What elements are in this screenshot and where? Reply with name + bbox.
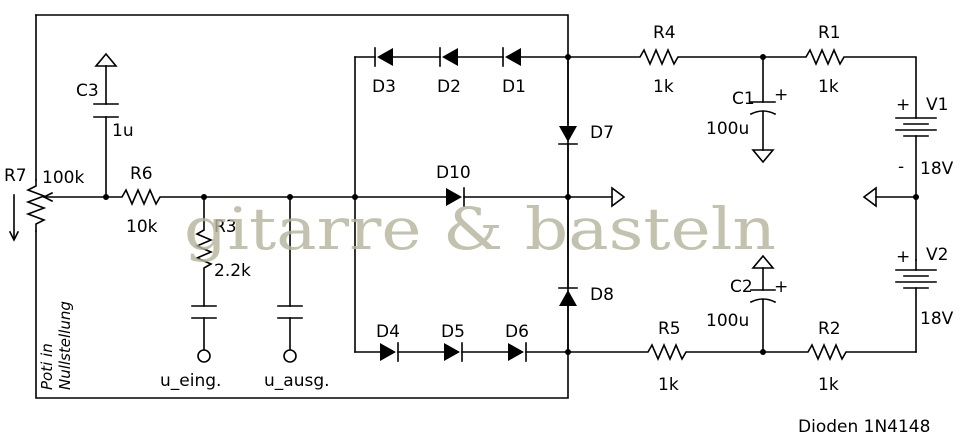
r6-value: 10k <box>126 217 158 237</box>
poti-note: Poti in Nullstellung <box>38 301 74 390</box>
r1-label: R1 <box>818 23 841 43</box>
c3-value: 1u <box>112 121 134 141</box>
diode-d10 <box>446 187 465 207</box>
watermark: gitarre & basteln <box>184 195 776 263</box>
v2-value: 18V <box>920 309 954 329</box>
v1-label: V1 <box>926 95 948 115</box>
battery-v1 <box>895 117 937 261</box>
d7-label: D7 <box>590 123 614 143</box>
c3-label: C3 <box>76 81 99 101</box>
diode-d5 <box>444 342 463 362</box>
r1-value: 1k <box>818 77 839 97</box>
diode-d8 <box>558 287 578 306</box>
r3-value: 2.2k <box>214 261 251 281</box>
diode-d3 <box>374 47 393 67</box>
c1-value: 100u <box>706 119 749 139</box>
resistor-r4 <box>567 47 764 67</box>
d4-label: D4 <box>376 322 400 342</box>
r7-value: 100k <box>42 168 84 188</box>
c2-label: C2 <box>730 277 753 297</box>
resistor-r1 <box>762 47 917 119</box>
ground-arrow-right <box>611 186 626 208</box>
enclosure-box <box>35 14 569 399</box>
capacitor-c2 <box>749 254 777 353</box>
poti-note-line2: Nullstellung <box>56 301 74 390</box>
r2-value: 1k <box>818 375 839 395</box>
v2-plus: + <box>896 247 910 267</box>
r4-label: R4 <box>653 23 676 43</box>
r2-label: R2 <box>818 319 841 339</box>
d8-label: D8 <box>590 285 614 305</box>
v2-label: V2 <box>926 245 948 265</box>
d2-label: D2 <box>437 77 461 97</box>
c2-value: 100u <box>706 311 749 331</box>
resistor-r6 <box>105 187 356 207</box>
r5-label: R5 <box>658 319 681 339</box>
d5-label: D5 <box>441 322 465 342</box>
d1-label: D1 <box>502 77 526 97</box>
c1-label: C1 <box>732 89 755 109</box>
resistor-r5 <box>567 342 764 362</box>
diode-type-note: Dioden 1N4148 <box>798 417 930 437</box>
v1-value: 18V <box>920 159 954 179</box>
r7-label: R7 <box>4 166 27 186</box>
r4-value: 1k <box>653 77 674 97</box>
potentiometer-r7 <box>8 179 107 242</box>
capacitor-c1 <box>749 56 777 164</box>
resistor-r3 <box>191 196 217 363</box>
d10-label: D10 <box>436 163 471 183</box>
diode-d2 <box>439 47 458 67</box>
diode-d6 <box>508 342 527 362</box>
capacitor-c3 <box>93 52 119 198</box>
d6-label: D6 <box>505 322 529 342</box>
input-terminal-label: u_eing. <box>160 371 221 391</box>
battery-v2 <box>895 259 937 353</box>
output-capacitor <box>277 196 303 363</box>
c2-polarity: + <box>774 277 788 297</box>
diode-d4 <box>380 342 399 362</box>
v1-minus: - <box>898 157 904 177</box>
c1-polarity: + <box>774 85 788 105</box>
diode-d1 <box>502 47 521 67</box>
resistor-r2 <box>762 342 917 362</box>
v1-plus: + <box>896 95 910 115</box>
diode-network <box>354 56 613 353</box>
d3-label: D3 <box>372 77 396 97</box>
r3-label: R3 <box>214 217 237 237</box>
ground-arrow-left <box>862 186 917 208</box>
output-terminal-label: u_ausg. <box>264 371 330 391</box>
r6-label: R6 <box>130 164 153 184</box>
r5-value: 1k <box>658 375 679 395</box>
poti-note-line1: Poti in <box>38 343 56 390</box>
diode-d7 <box>558 126 578 145</box>
